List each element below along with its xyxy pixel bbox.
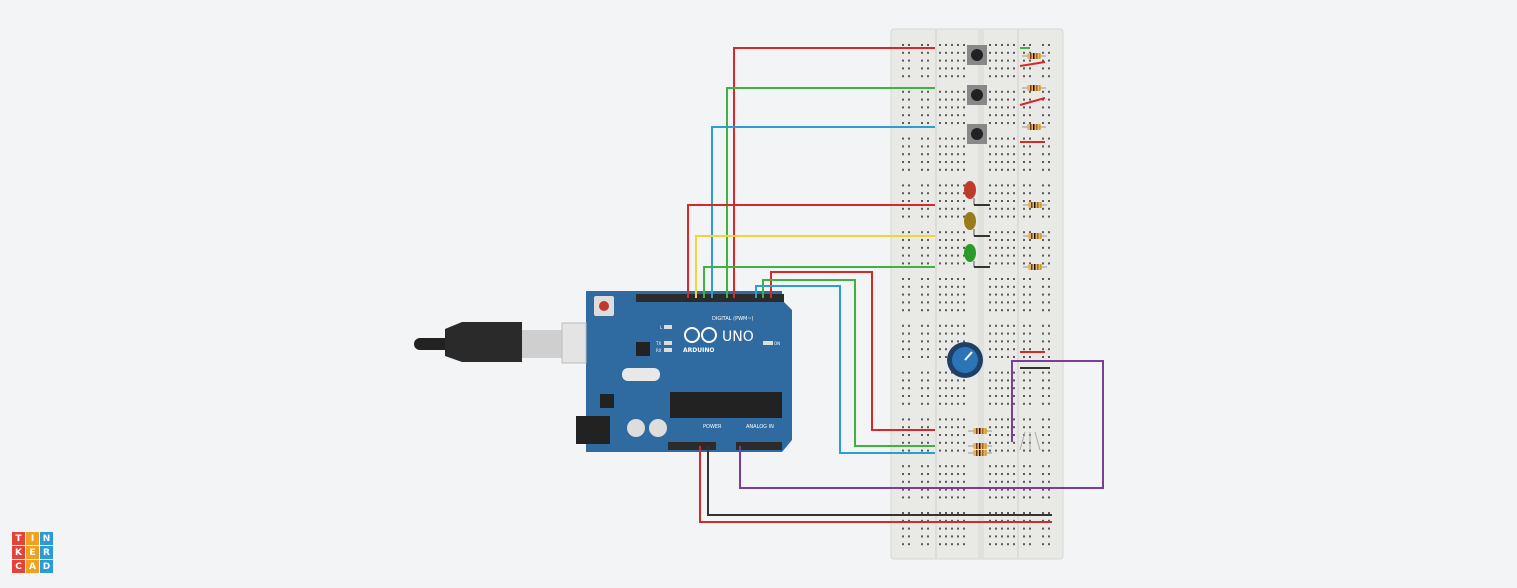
blue-wire[interactable] — [711, 126, 935, 298]
resistor-button-2[interactable] — [1022, 85, 1046, 91]
arduino-logo-icon — [684, 327, 717, 343]
resistor-5[interactable] — [968, 443, 992, 449]
rx-label: RX — [656, 348, 662, 353]
digital-header[interactable] — [636, 294, 784, 302]
logo-letter: D — [40, 560, 53, 573]
pushbutton-3[interactable] — [967, 124, 987, 144]
yellow-wire[interactable] — [695, 235, 935, 298]
resistor-led-red[interactable] — [1023, 202, 1047, 208]
temperature-sensor[interactable] — [1019, 431, 1041, 451]
resistor-6[interactable] — [968, 450, 992, 456]
potentiometer[interactable] — [947, 342, 983, 378]
logo-letter: E — [26, 546, 39, 559]
resistor-button-3[interactable] — [1022, 124, 1046, 130]
yellow-led[interactable] — [964, 212, 990, 237]
pushbutton-1[interactable] — [967, 45, 987, 65]
green-wire[interactable] — [726, 87, 935, 298]
green-wire[interactable] — [703, 266, 935, 298]
analog-in-label: ANALOG IN — [746, 424, 774, 430]
black-wire[interactable] — [707, 446, 1052, 516]
logo-letter: R — [40, 546, 53, 559]
green-led[interactable] — [964, 244, 990, 268]
red-wire[interactable] — [699, 446, 1052, 523]
red-wire[interactable] — [1019, 61, 1046, 67]
on-label: ON — [774, 341, 780, 346]
power-header[interactable] — [668, 442, 716, 450]
logo-letter: N — [40, 532, 53, 545]
red-wire[interactable] — [1019, 97, 1046, 106]
arduino-uno-board[interactable]: UNO ARDUINO DIGITAL (PWM~) POWER ANALOG … — [414, 291, 792, 452]
resistor-4[interactable] — [968, 428, 992, 434]
resistor-button-1[interactable] — [1022, 53, 1046, 59]
logo-letter: K — [12, 546, 25, 559]
resistor-led-yellow[interactable] — [1023, 233, 1047, 239]
pushbutton-2[interactable] — [967, 85, 987, 105]
analog-header[interactable] — [736, 442, 782, 450]
red-led[interactable] — [964, 181, 990, 206]
logo-letter: I — [26, 532, 39, 545]
l-label: L — [660, 325, 663, 330]
purple-wire[interactable] — [739, 360, 1104, 489]
breadboard[interactable] — [890, 28, 1064, 560]
power-jack — [576, 416, 610, 444]
red-wire[interactable] — [733, 47, 935, 298]
board-model-label: UNO — [722, 329, 754, 345]
logo-letter: A — [26, 560, 39, 573]
board-brand-label: ARDUINO — [683, 347, 714, 354]
usb-cable[interactable] — [414, 322, 587, 364]
atmega-chip — [670, 392, 782, 418]
red-wire[interactable] — [687, 204, 935, 298]
logo-letter: C — [12, 560, 25, 573]
resistor-led-green[interactable] — [1023, 264, 1047, 270]
blue-wire[interactable] — [755, 285, 935, 454]
power-label: POWER — [703, 424, 722, 430]
digital-pwm-label: DIGITAL (PWM~) — [712, 316, 754, 322]
logo-letter: T — [12, 532, 25, 545]
tx-label: TX — [655, 341, 661, 346]
